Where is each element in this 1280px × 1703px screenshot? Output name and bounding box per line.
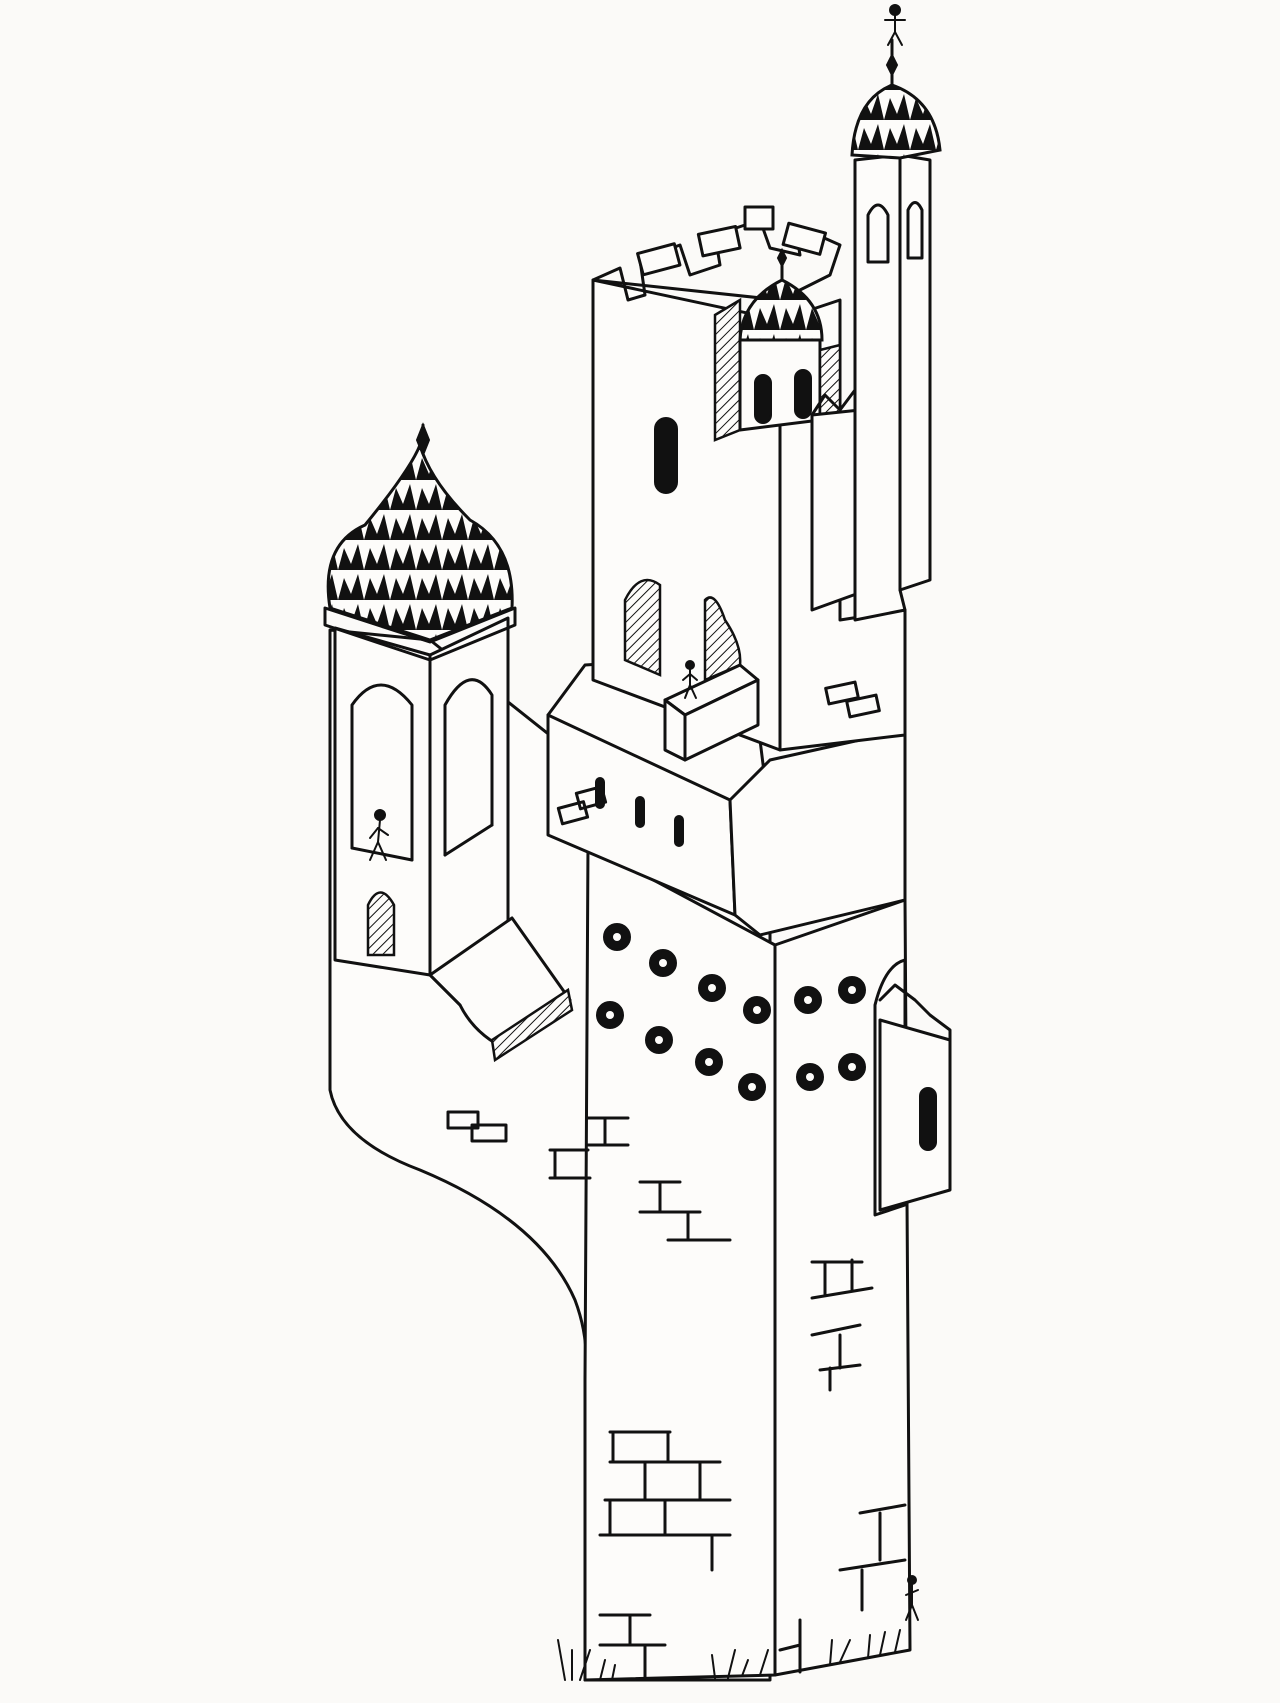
slit-window bbox=[674, 815, 684, 847]
left-tower-cap bbox=[323, 606, 517, 662]
left-arch-opening bbox=[350, 683, 414, 862]
merlon bbox=[696, 224, 742, 258]
left-onion-dome bbox=[326, 440, 514, 642]
left-arch-opening bbox=[443, 678, 494, 857]
spire-star-icon bbox=[415, 422, 431, 458]
balcony-figure bbox=[682, 660, 698, 699]
turret-window bbox=[794, 369, 812, 419]
minaret-figure bbox=[884, 4, 906, 46]
minaret-body bbox=[853, 153, 932, 622]
turret-window bbox=[919, 1087, 937, 1151]
hatched-arch-window bbox=[623, 578, 662, 677]
right-turret-battlement bbox=[878, 983, 952, 1042]
right-side-turret-face bbox=[878, 1018, 952, 1212]
turret-window bbox=[754, 374, 772, 424]
tall-window bbox=[654, 417, 678, 494]
balcony-side bbox=[683, 678, 760, 762]
grass-tufts bbox=[557, 1629, 901, 1681]
brick-marks bbox=[446, 680, 907, 1680]
merlon bbox=[636, 242, 682, 277]
left-small-window bbox=[366, 891, 396, 957]
porthole-centers bbox=[606, 933, 856, 1091]
minaret-window bbox=[906, 201, 924, 260]
base-figure bbox=[905, 1575, 919, 1621]
merlon bbox=[743, 205, 775, 231]
hatched-arch-window bbox=[703, 596, 742, 682]
spire-star-icon bbox=[776, 247, 788, 269]
window-sill bbox=[350, 846, 414, 862]
merlon bbox=[781, 221, 827, 256]
left-tower-side bbox=[428, 616, 510, 977]
spire-star-icon bbox=[885, 52, 899, 78]
middle-platform-side bbox=[728, 728, 907, 937]
main-shaft-left-face bbox=[583, 843, 777, 1682]
stair-shadow bbox=[490, 987, 574, 1063]
slit-window bbox=[635, 796, 645, 828]
small-onion-dome bbox=[738, 278, 824, 342]
window-sill bbox=[443, 823, 494, 857]
window-figure bbox=[369, 809, 389, 861]
minaret-window bbox=[866, 203, 890, 264]
minaret-onion-dome bbox=[850, 83, 942, 160]
turret-shadow bbox=[713, 297, 742, 442]
stair-edge bbox=[428, 973, 462, 1007]
